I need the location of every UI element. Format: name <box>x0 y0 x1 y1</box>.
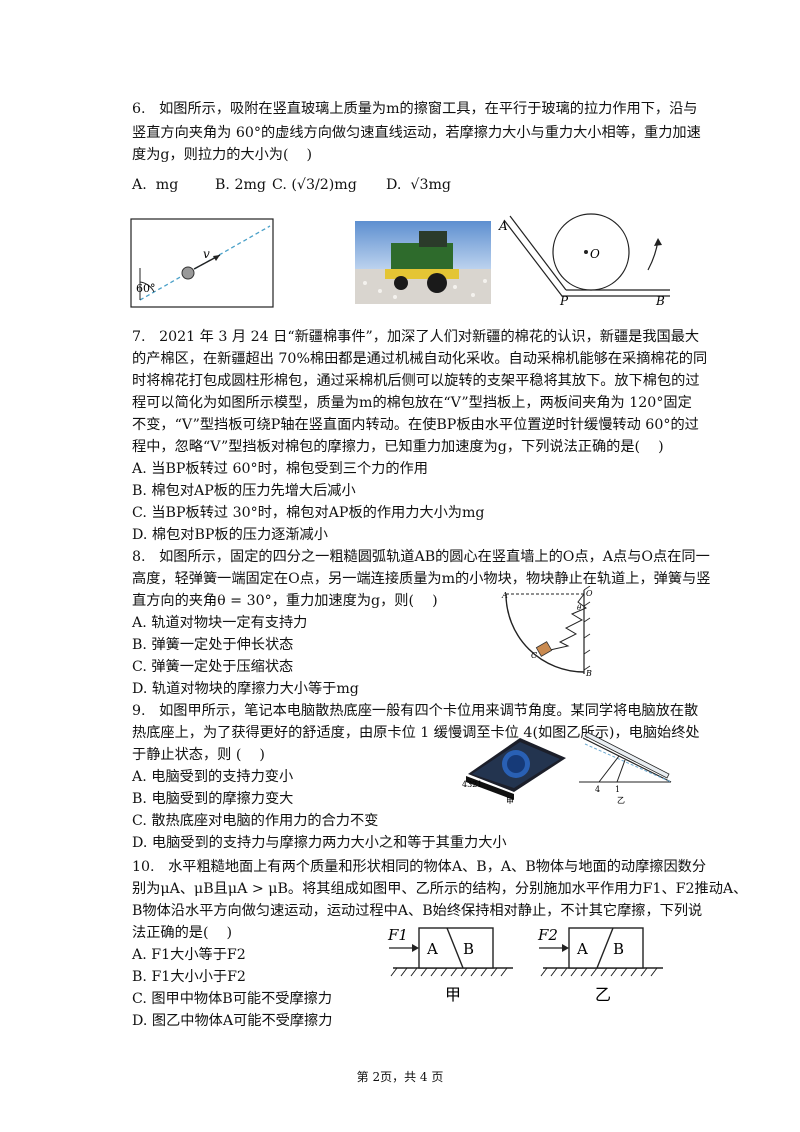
label-yi: 乙 <box>595 985 611 1004</box>
q8-line-3: 直方向的夹角θ = 30°，重力加速度为g，则( ) <box>132 593 438 609</box>
point-b-label: B <box>655 294 665 306</box>
label-jia: 甲 <box>445 985 461 1004</box>
q7-option-a: A. 当BP板转过 60°时，棉包受到三个力的作用 <box>132 461 428 477</box>
q7-line-1: 7. 2021 年 3 月 24 日“新疆棉事件”，加深了人们对新疆的棉花的认识… <box>132 329 700 345</box>
q10-line-3: B物体沿水平方向做匀速运动，运动过程中A、B始终保持相对静止，不计其它摩擦，下列… <box>132 903 703 919</box>
q6-option-c: C. (√3/2)mg <box>272 177 357 193</box>
q7-option-b: B. 棉包对AP板的压力先增大后减小 <box>132 483 356 499</box>
block-a-label: A <box>576 940 588 958</box>
q6-line-3: 度为g，则拉力的大小为( ) <box>132 147 313 163</box>
q7-option-d: D. 棉包对BP板的压力逐渐减小 <box>132 527 328 543</box>
cotton-bale <box>552 213 630 291</box>
q9-line-1: 9. 如图甲所示，笔记本电脑散热底座一般有四个卡位用来调节角度。某同学将电脑放在… <box>132 703 699 719</box>
q10-option-c: C. 图甲中物体B可能不受摩擦力 <box>132 991 333 1007</box>
q8-option-c: C. 弹簧一定处于压缩状态 <box>132 659 294 675</box>
q10-line-2: 别为μA、μB且μA > μB。将其组成如图甲、乙所示的结构，分别施加水平作用力… <box>132 881 748 897</box>
q8-figure: A O θ C B <box>501 586 593 678</box>
velocity-label: v <box>203 247 210 261</box>
block-b-label: B <box>463 940 474 958</box>
dashed-path <box>139 225 271 301</box>
q7-figure: A O P B <box>498 213 670 306</box>
q7-line-2: 的产棉区，在新疆超出 70%棉田都是通过机械自动化采收。自动采棉机能够在采摘棉花… <box>132 351 708 367</box>
q6-option-a: A. mg <box>132 177 179 193</box>
q10-option-d: D. 图乙中物体A可能不受摩擦力 <box>132 1013 333 1029</box>
slot-numbers: 4321 <box>462 780 482 789</box>
label-yi: 乙 <box>617 796 625 804</box>
slot4-label: 4 <box>595 785 600 794</box>
q7-line-5: 不变，“V”型挡板可绕P轴在竖直面内转动。在使BP板由水平位置逆时针缓慢转动 6… <box>132 417 699 433</box>
point-p-label: P <box>559 294 569 306</box>
block-a-label: A <box>426 940 438 958</box>
q7-line-3: 时将棉花打包成圆柱形棉包，通过采棉机后侧可以旋转的支架平稳将其放下。放下棉包的过 <box>132 373 700 389</box>
q6-figure: v 60° <box>130 218 274 308</box>
slot1-label: 1 <box>615 785 620 794</box>
angle-label: 60° <box>136 282 156 295</box>
q10-line-4: 法正确的是( ) <box>132 925 233 941</box>
f2-label: F2 <box>537 926 558 944</box>
q7-line-6: 程中，忽略“V”型挡板对棉包的摩擦力，已知重力加速度为g，下列说法正确的是( ) <box>132 439 664 455</box>
q10-figure-jia: F1 A B 甲 <box>387 926 513 1004</box>
q6-line-2: 竖直方向夹角为 60°的虚线方向做匀速直线运动，若摩擦力大小与重力大小相等，重力… <box>132 125 701 141</box>
label-jia: 甲 <box>506 797 514 804</box>
cotton-harvester-photo <box>355 221 491 304</box>
q9-line-3: 于静止状态，则 ( ) <box>132 747 265 763</box>
cleaning-tool <box>181 266 195 280</box>
q7-line-4: 程可以简化为如图所示模型，质量为m的棉包放在“V”型挡板上，两板间夹角为 120… <box>132 395 692 411</box>
q8-option-d: D. 轨道对物块的摩擦力大小等于mg <box>132 681 359 697</box>
point-b-label: B <box>585 669 592 678</box>
point-o-label: O <box>590 247 600 261</box>
block-b-label: B <box>613 940 624 958</box>
theta-label: θ <box>577 604 582 612</box>
q10-figure-yi: F2 A B 乙 <box>537 926 663 1004</box>
q10-option-b: B. F1大小小于F2 <box>132 969 246 985</box>
q10-option-a: A. F1大小等于F2 <box>132 947 246 963</box>
q9-line-2: 热底座上，为了获得更好的舒适度，由原卡位 1 缓慢调至卡位 4(如图乙所示)，电… <box>132 725 700 741</box>
q6-option-d: D. √3mg <box>386 177 452 193</box>
q9-figure-jia: 4321 甲 <box>462 738 566 804</box>
q8-line-1: 8. 如图所示，固定的四分之一粗糙圆弧轨道AB的圆心在竖直墙上的O点，A点与O点… <box>132 549 710 565</box>
q10-line-1: 10. 水平粗糙地面上有两个质量和形状相同的物体A、B，A、B物体与地面的动摩擦… <box>132 859 707 875</box>
q9-option-c: C. 散热底座对电脑的作用力的合力不变 <box>132 813 379 829</box>
point-o-label: O <box>586 589 593 598</box>
point-c-label: C <box>531 651 537 660</box>
q8-option-a: A. 轨道对物块一定有支持力 <box>132 615 308 631</box>
page-footer: 第 2页，共 4 页 <box>356 1070 444 1084</box>
q9-option-d: D. 电脑受到的支持力与摩擦力两力大小之和等于其重力大小 <box>132 835 507 851</box>
block-ab-jia <box>418 927 494 969</box>
q8-option-b: B. 弹簧一定处于伸长状态 <box>132 637 294 653</box>
q6-option-b: B. 2mg <box>215 177 267 193</box>
f1-label: F1 <box>387 926 408 944</box>
q7-option-c: C. 当BP板转过 30°时，棉包对AP板的作用力大小为mg <box>132 505 485 521</box>
q9-option-a: A. 电脑受到的支持力变小 <box>132 769 294 785</box>
q9-option-b: B. 电脑受到的摩擦力变大 <box>132 791 294 807</box>
point-a-label: A <box>498 219 508 233</box>
glass-frame <box>130 218 274 308</box>
q6-line-1: 6. 如图所示，吸附在竖直玻璃上质量为m的擦窗工具，在平行于玻璃的拉力作用下，沿… <box>132 101 698 117</box>
q8-line-2: 高度，轻弹簧一端固定在O点，另一端连接质量为m的小物块，物块静止在轨道上，弹簧与… <box>132 571 711 587</box>
q9-figure-yi: 4 1 乙 <box>579 731 672 804</box>
point-a-label: A <box>501 591 508 600</box>
